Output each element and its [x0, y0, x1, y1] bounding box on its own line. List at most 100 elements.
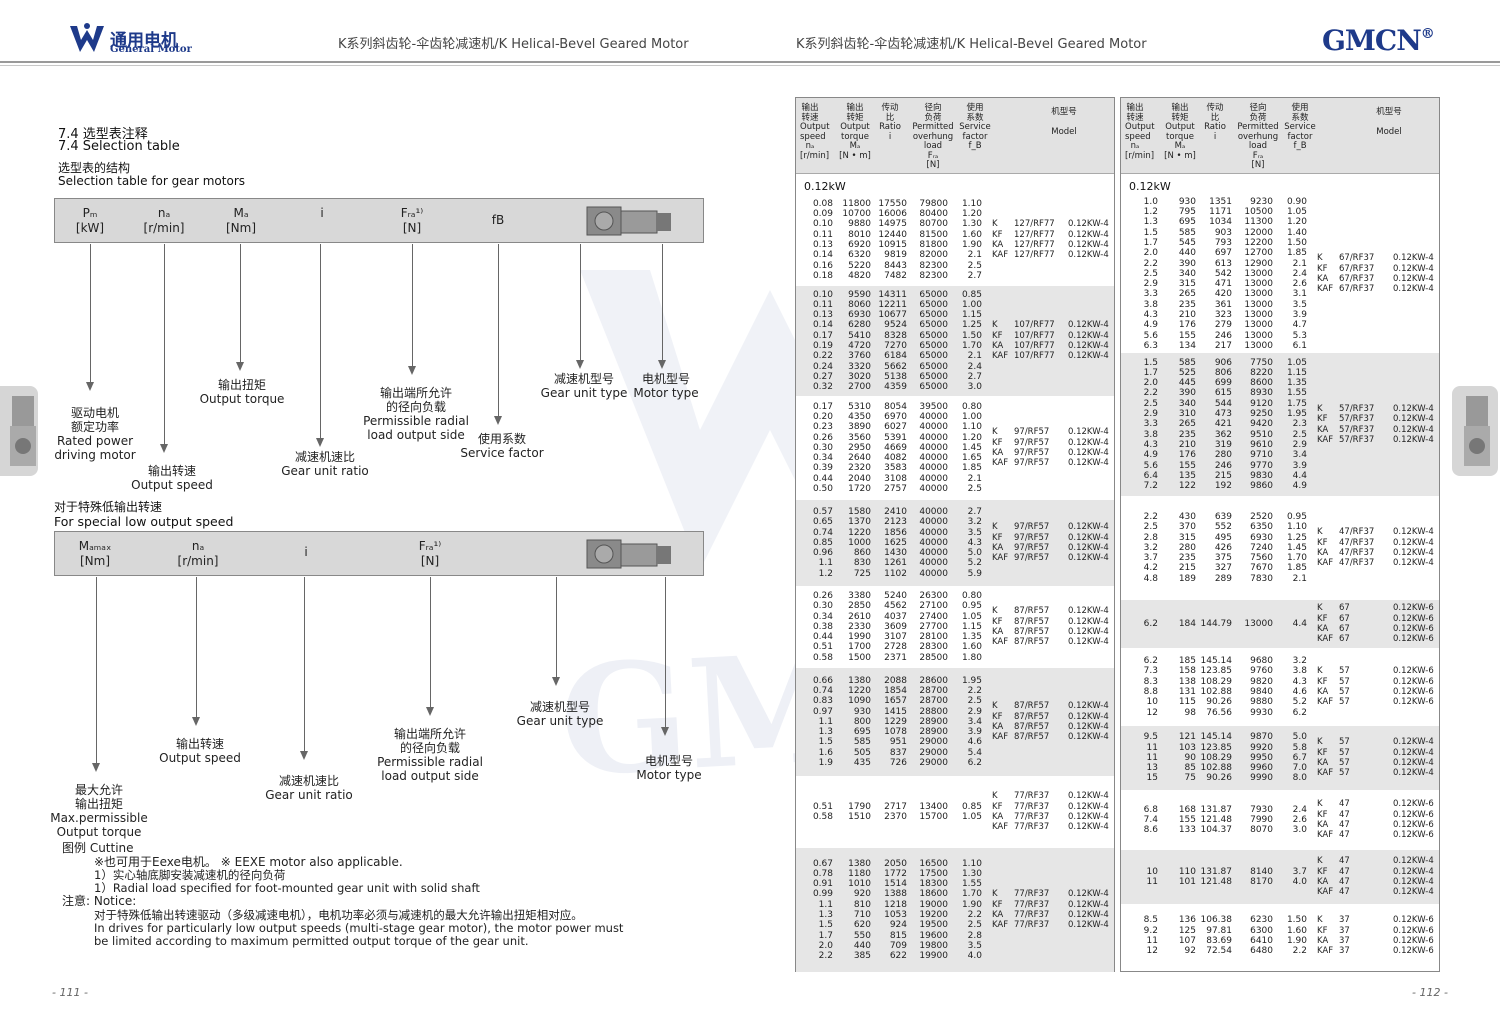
special-title-en: For special low output speed: [54, 514, 234, 529]
table-cell: 14311: [878, 289, 907, 300]
table-cell: 7.0: [1292, 763, 1307, 774]
table-cell: 903: [1214, 227, 1232, 238]
table-cell: 8.3: [1143, 676, 1158, 687]
table-cell: 121.48: [1200, 877, 1233, 887]
table-cell: 10500: [1244, 207, 1273, 218]
model-cell: K: [1317, 915, 1323, 926]
model-cell: 77/RF37: [1014, 889, 1050, 900]
model-cell: 87/RF57: [1014, 732, 1050, 743]
table-cell: 0.65: [812, 517, 833, 528]
table-cell: 13000: [1244, 330, 1273, 341]
table-cell: 0.95: [1286, 511, 1307, 522]
table-cell: 90: [1184, 752, 1196, 763]
table-cell: 121: [1178, 732, 1196, 743]
table-cell: 13000: [1244, 340, 1273, 351]
table-cell: 2040: [848, 473, 871, 484]
model-cell: 67/RF37: [1339, 253, 1375, 264]
table-cell: 4.0: [967, 951, 982, 962]
table-cell: 1.55: [961, 879, 982, 890]
model-cell: 47/RF37: [1339, 548, 1375, 558]
model-cell: K: [992, 606, 998, 617]
table-cell: 4.6: [967, 737, 982, 748]
model-cell: 0.12KW-4: [1393, 284, 1434, 295]
table-cell: 9510: [1250, 429, 1273, 440]
table-cell: 9920: [1250, 742, 1273, 753]
table-cell: 0.22: [812, 351, 833, 362]
table-cell: 18300: [919, 879, 948, 890]
power-label: 0.12kW: [804, 180, 846, 193]
table-cell: 0.30: [812, 601, 833, 612]
table-cell: 7240: [1250, 542, 1273, 553]
model-cell: 97/RF57: [1014, 427, 1050, 438]
model-cell: 87/RF57: [1014, 637, 1050, 648]
col-pm: Pₘ[kW]: [75, 206, 105, 235]
pointer-line: [304, 577, 305, 751]
pointer-line: [240, 244, 241, 362]
note-notice: 注意: Notice:: [62, 894, 137, 908]
table-cell: 28700: [919, 685, 948, 696]
model-cell: KF: [1317, 866, 1328, 877]
table-cell: 185: [1178, 656, 1196, 667]
table-cell: 7930: [1250, 804, 1273, 815]
table-cell: 106.38: [1200, 915, 1233, 926]
table-cell: 622: [889, 951, 907, 962]
model-cell: 0.12KW-4: [1068, 341, 1109, 351]
table-cell: 235: [1178, 553, 1196, 564]
model-cell: KAF: [1317, 697, 1334, 708]
table-cell: 9760: [1250, 666, 1273, 677]
table-cell: 6.1: [1292, 340, 1307, 351]
table-cell: 4.4: [1292, 470, 1307, 481]
table-cell: 265: [1178, 419, 1196, 430]
table-cell: 210: [1178, 439, 1196, 450]
table-cell: 8.8: [1143, 687, 1158, 697]
table-cell: 90.26: [1206, 697, 1232, 708]
model-cell: 97/RF57: [1014, 553, 1050, 564]
table-cell: 3020: [848, 371, 871, 382]
table-cell: 2.2: [967, 685, 982, 696]
model-cell: 0.12KW-4: [1068, 722, 1109, 732]
table-cell: 2.5: [967, 484, 982, 495]
model-cell: KAF: [992, 458, 1009, 469]
model-cell: KF: [1317, 809, 1328, 820]
table-cell: 2.5: [1143, 398, 1158, 409]
model-cell: KF: [1317, 537, 1328, 548]
table-cell: 279: [1214, 320, 1232, 331]
table-cell: 1.70: [961, 889, 982, 900]
side-tab-right: [1452, 386, 1498, 476]
model-cell: 0.12KW-4: [1068, 616, 1109, 627]
table-cell: 6184: [884, 351, 907, 362]
table-cell: 0.30: [812, 442, 833, 453]
model-cell: 0.12KW-4: [1068, 711, 1109, 722]
gear-motor-icon: [1464, 396, 1490, 466]
table-cell: 0.17: [812, 330, 833, 341]
table-cell: 4.3: [1292, 676, 1307, 687]
table-cell: 0.39: [812, 463, 833, 474]
model-cell: 0.12KW-6: [1393, 946, 1434, 957]
table-cell: 131: [1178, 687, 1196, 697]
table-cell: 1.95: [961, 675, 982, 686]
model-cell: 0.12KW-4: [1393, 768, 1434, 779]
table-cell: 19900: [919, 951, 948, 962]
table-cell: 2.2: [1143, 388, 1158, 399]
table-cell: 131.87: [1200, 804, 1233, 815]
table-cell: 97.81: [1206, 925, 1232, 936]
table-cell: 7670: [1250, 563, 1273, 574]
